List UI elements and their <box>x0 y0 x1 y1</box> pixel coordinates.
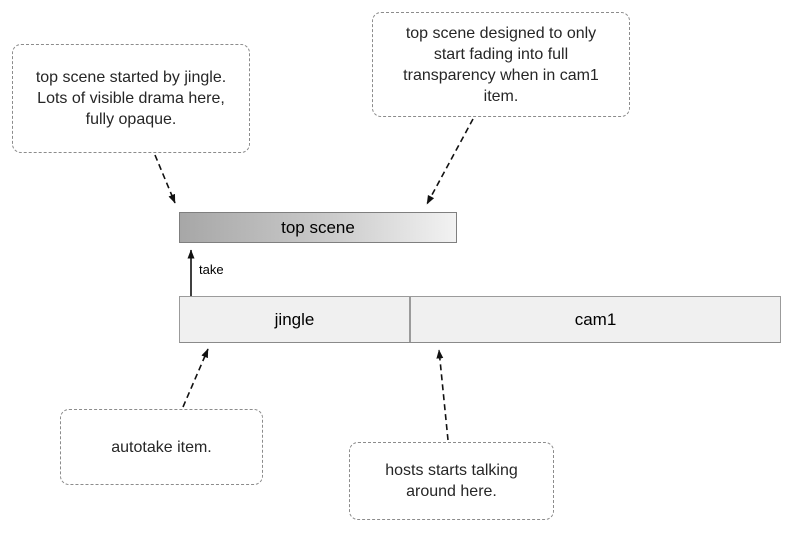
connector-top-right-to-top-scene <box>426 118 474 205</box>
callout-top-scene-start: top scene started by jingle. Lots of vis… <box>12 44 250 153</box>
timeline-bar: jingle cam1 <box>179 296 781 343</box>
callout-top-scene-fade-text: top scene designed to only start fading … <box>403 24 599 105</box>
callout-hosts-talking-text: hosts starts talking around here. <box>385 462 518 500</box>
callout-top-scene-start-text: top scene started by jingle. Lots of vis… <box>35 69 227 128</box>
callout-hosts-talking: hosts starts talking around here. <box>349 442 554 520</box>
jingle-segment: jingle <box>180 297 409 342</box>
cam1-segment-label: cam1 <box>574 309 617 329</box>
top-scene-bar-label: top scene <box>281 217 355 237</box>
top-scene-bar: top scene <box>179 212 457 243</box>
connector-autotake-to-jingle <box>182 348 209 408</box>
callout-autotake-text: autotake item. <box>111 438 212 456</box>
connector-hosts-to-cam1 <box>436 349 449 441</box>
callout-autotake: autotake item. <box>60 409 263 485</box>
take-arrow-label: take <box>199 262 224 277</box>
connector-top-left-to-top-scene <box>154 154 176 204</box>
callout-top-scene-fade: top scene designed to only start fading … <box>372 12 630 117</box>
jingle-segment-label: jingle <box>274 309 315 329</box>
cam1-segment: cam1 <box>409 297 780 342</box>
